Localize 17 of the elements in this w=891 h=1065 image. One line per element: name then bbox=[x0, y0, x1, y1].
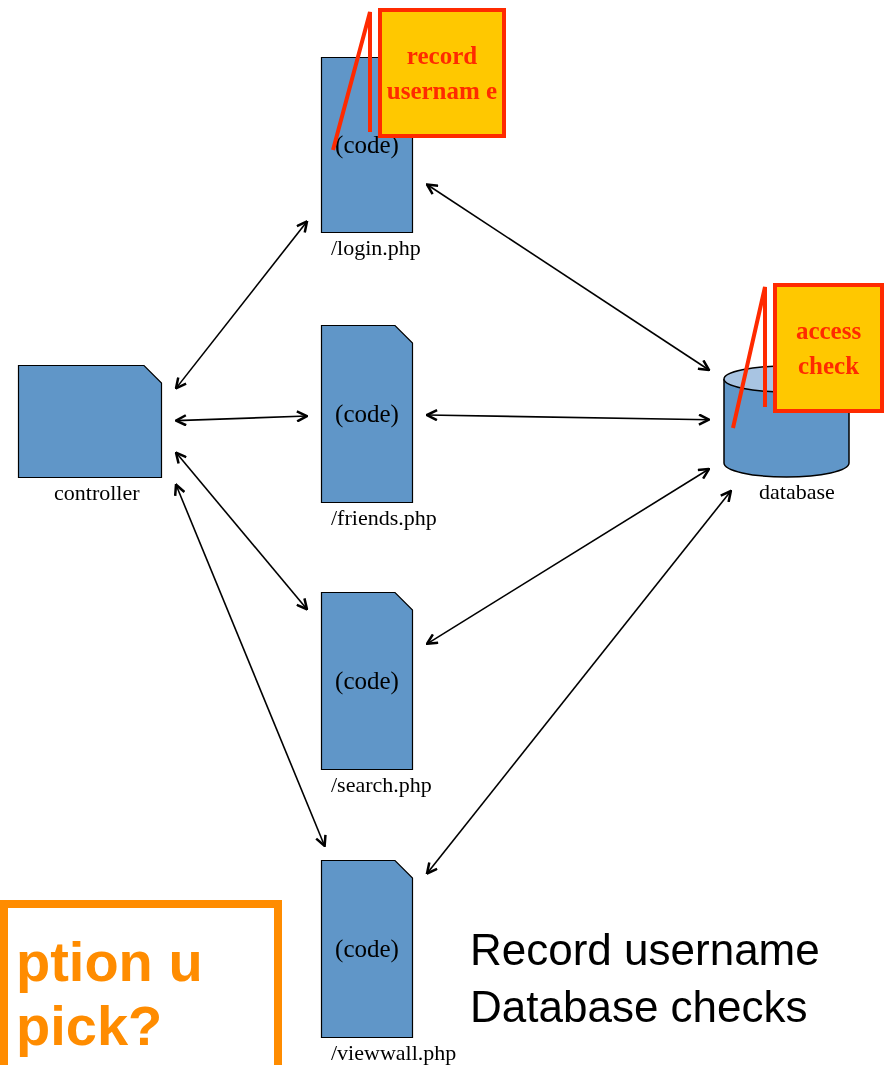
file-name: /friends.php bbox=[331, 505, 437, 531]
question-text: ption u pick? bbox=[15, 929, 204, 1059]
file-name: /search.php bbox=[331, 772, 432, 798]
code-text: (code) bbox=[335, 935, 399, 963]
note-text: Record username bbox=[470, 928, 820, 972]
code-text: (code) bbox=[335, 400, 399, 428]
file-name: database bbox=[759, 479, 835, 505]
note-text: Database checks bbox=[470, 985, 808, 1029]
file-name: /viewwall.php bbox=[331, 1040, 457, 1065]
callout-box bbox=[773, 283, 884, 413]
file-name: controller bbox=[54, 480, 140, 506]
code-text: (code) bbox=[335, 667, 399, 695]
question-box bbox=[0, 900, 282, 1065]
file-name: /login.php bbox=[331, 235, 421, 261]
callout-text: record usernam e bbox=[385, 41, 499, 106]
callout-text: access check bbox=[794, 316, 863, 381]
code-text: (code) bbox=[335, 131, 399, 159]
